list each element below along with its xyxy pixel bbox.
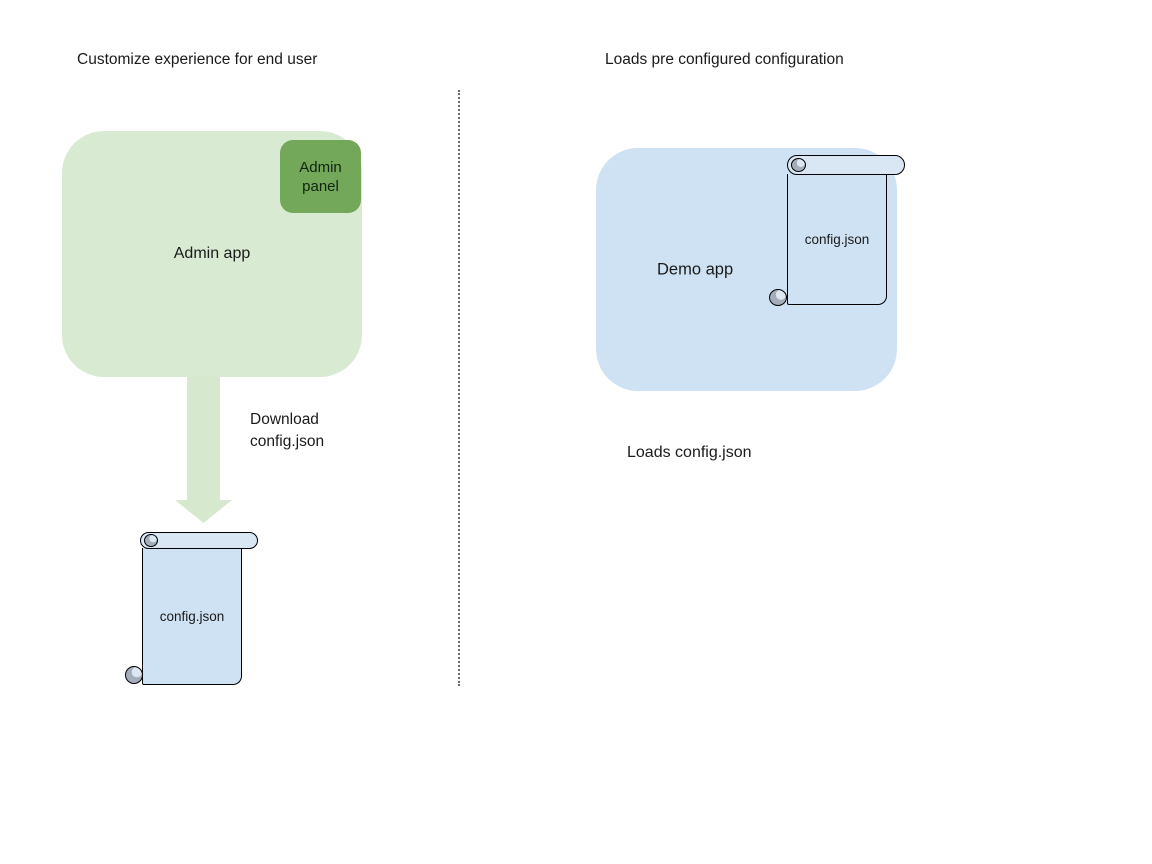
scroll-top-roll: [140, 532, 258, 549]
config-file-label: config.json: [159, 608, 225, 624]
demo-config-file-label: config.json: [804, 231, 870, 247]
scroll-top-roll: [787, 155, 905, 175]
right-section-title: Loads pre configured configuration: [605, 51, 844, 68]
demo-config-file-scroll: config.json: [765, 150, 910, 310]
loads-caption: Loads config.json: [627, 444, 752, 461]
scroll-body: config.json: [142, 548, 242, 685]
download-caption-line2: config.json: [250, 433, 325, 450]
scroll-body: config.json: [787, 174, 887, 305]
scroll-bottom-curl-icon: [125, 666, 143, 684]
demo-app-label: Demo app: [657, 260, 734, 278]
scroll-top-curl-icon: [791, 158, 806, 172]
admin-panel-box: Admin panel: [280, 140, 361, 213]
demo-app-box: Demo app: [596, 148, 897, 391]
admin-app-box: Admin app Admin panel: [62, 131, 362, 377]
admin-panel-label: Admin panel: [299, 158, 342, 195]
config-file-scroll: config.json: [120, 525, 265, 690]
scroll-top-curl-icon: [144, 534, 158, 547]
left-section-title: Customize experience for end user: [77, 51, 318, 68]
admin-app-label: Admin app: [173, 245, 251, 262]
scroll-bottom-curl-icon: [769, 289, 787, 306]
download-arrow-icon: [175, 377, 232, 523]
download-caption: Download config.json: [250, 409, 324, 453]
section-divider: [458, 90, 460, 686]
download-caption-line1: Download: [250, 411, 319, 428]
